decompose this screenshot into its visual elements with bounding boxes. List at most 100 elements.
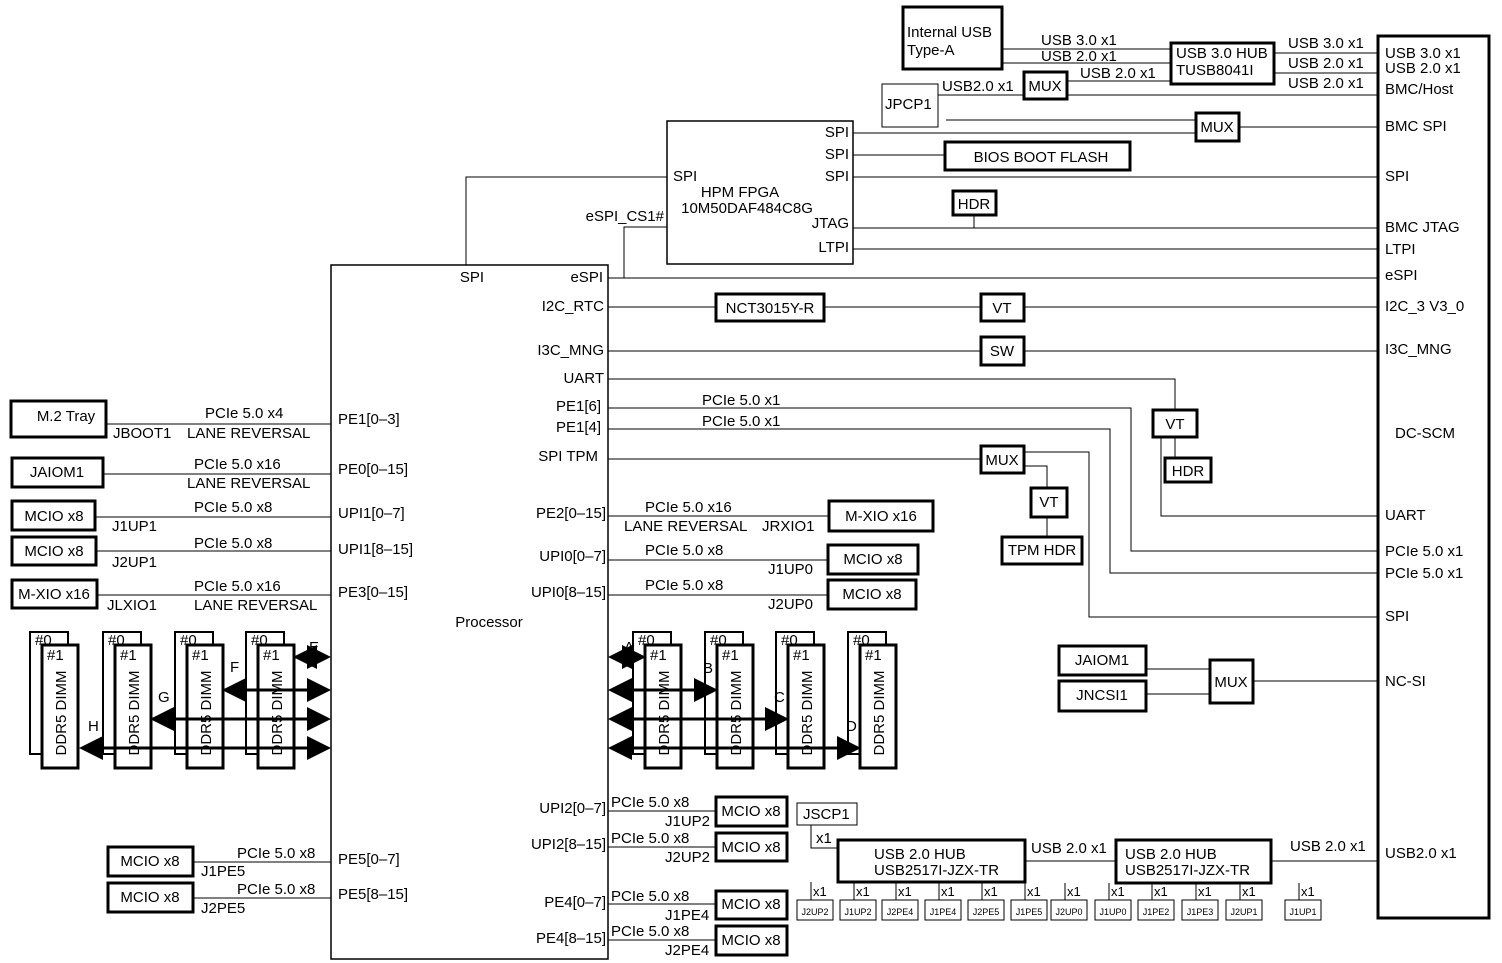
dcscm-block (1376, 34, 1491, 920)
vt-tpm-block (1029, 486, 1069, 519)
vt-i2c-label: VT (992, 300, 1011, 317)
sw-label: SW (990, 343, 1015, 360)
usb-port-box (967, 899, 1005, 921)
vt-tpm-label: VT (1039, 494, 1058, 511)
conn-j1up1: J1UP1 (112, 518, 157, 535)
dimm-slot1-label: #1 (650, 647, 667, 664)
dcscm-port-spi-2: SPI (1385, 608, 1409, 625)
link-usb20-dcscm-hub: USB 2.0 x1 (1290, 838, 1366, 855)
tpm-hdr-label: TPM HDR (1008, 542, 1076, 559)
fpga-port-ltpi: LTPI (818, 239, 849, 256)
usb-port-box (1181, 899, 1219, 921)
proc-port-pe4-8-15: PE4[8–15] (536, 930, 606, 947)
mux-usb-label: MUX (1028, 78, 1061, 95)
proc-port-pe0: PE0[0–15] (338, 461, 408, 478)
channel-label: H (88, 718, 99, 735)
usb-port-x1: x1 (1154, 884, 1168, 899)
processor-block (330, 264, 609, 960)
dimm-slot1-outline (858, 643, 898, 770)
usb-port-x1: x1 (941, 884, 955, 899)
jpcp1-label: JPCP1 (885, 96, 932, 113)
link-usb20-mux-hub: USB 2.0 x1 (1080, 65, 1156, 82)
link-usb20-internal: USB 2.0 x1 (1041, 48, 1117, 65)
link-pcie-upi2-0: PCIe 5.0 x8 (611, 794, 689, 811)
usb-port-x1: x1 (1301, 884, 1315, 899)
mux-ncsi-label: MUX (1214, 674, 1247, 691)
usb-port-x1: x1 (984, 884, 998, 899)
jncsi1-block (1057, 679, 1148, 713)
dimm-slot1-label: #1 (47, 647, 64, 664)
proc-port-spi: SPI (460, 269, 484, 286)
link-pcie-x16-pe3: PCIe 5.0 x16 (194, 578, 281, 595)
usb-port-x1: x1 (1198, 884, 1212, 899)
dcscm-port-i2c: I2C_3 V3_0 (1385, 298, 1464, 315)
conn-jlxio1: JLXIO1 (107, 597, 157, 614)
usb-port-box (1225, 899, 1263, 921)
jscp1-label: JSCP1 (803, 806, 850, 823)
internal-usb-block (901, 5, 1004, 71)
jaiom1-ncsi-block (1057, 644, 1148, 677)
conn-j1up0: J1UP0 (768, 561, 813, 578)
jaiom1-left-block (10, 456, 105, 489)
dimm-slot0-label: #0 (638, 632, 655, 649)
proc-port-uart: UART (563, 370, 604, 387)
dcscm-port-ltpi: LTPI (1385, 241, 1416, 258)
fpga-espi-cs: eSPI_CS1# (586, 208, 665, 225)
dimm-slot0-label: #0 (108, 632, 125, 649)
m2-tray-block (9, 399, 108, 439)
conn-j2up1: J2UP1 (112, 554, 157, 571)
channel-label: D (846, 718, 857, 735)
conn-j2pe5: J2PE5 (201, 900, 245, 917)
proc-port-pe3: PE3[0–15] (338, 584, 408, 601)
proc-port-upi1-8-15: UPI1[8–15] (338, 541, 413, 558)
fpga-block (666, 120, 854, 265)
dimm-label: DDR5 DIMM (871, 671, 888, 756)
mxio-left-label: M-XIO x16 (18, 586, 90, 603)
processor-label: Processor (455, 614, 523, 631)
link-usb30-dcscm: USB 3.0 x1 (1288, 35, 1364, 52)
link-pcie-x16-pe0: PCIe 5.0 x16 (194, 456, 281, 473)
dimm-label: DDR5 DIMM (126, 671, 143, 756)
link-pcie-upi0-0: PCIe 5.0 x8 (645, 542, 723, 559)
jaiom1-ncsi-label: JAIOM1 (1075, 652, 1129, 669)
usb2-hub2-l2: USB2517I-JZX-TR (1125, 862, 1250, 879)
bios-flash-block (943, 140, 1132, 172)
mcio-j2up2-label: MCIO x8 (721, 839, 780, 856)
conn-j1pe4: J1PE4 (665, 907, 709, 924)
usb2-hub2-l1: USB 2.0 HUB (1125, 846, 1217, 863)
proc-port-pe1-0-3: PE1[0–3] (338, 411, 400, 428)
usb-port-x1: x1 (1242, 884, 1256, 899)
fpga-port-jtag: JTAG (812, 215, 849, 232)
usb-port-box (1010, 899, 1048, 921)
dimm-slot1-outline (40, 643, 80, 770)
link-pcie-x4: PCIe 5.0 x4 (205, 405, 283, 422)
dimm-label: DDR5 DIMM (799, 671, 816, 756)
proc-port-pe1-6: PE1[6] (556, 398, 601, 415)
conn-j1pe5: J1PE5 (201, 863, 245, 880)
hdr-uart-block (1163, 456, 1213, 484)
dimm-slot0-label: #0 (35, 632, 52, 649)
dcscm-port-uart: UART (1385, 507, 1426, 524)
dcscm-port-usb20: USB 2.0 x1 (1385, 60, 1461, 77)
mcio-j2up0-label: MCIO x8 (842, 586, 901, 603)
usb-port-x1: x1 (1067, 884, 1081, 899)
proc-port-upi2-8-15: UPI2[8–15] (531, 836, 606, 853)
dimm-slot1-label: #1 (192, 647, 209, 664)
link-lane-rev-pe2: LANE REVERSAL (624, 518, 747, 535)
dimm-slot1-label: #1 (722, 647, 739, 664)
usb-port-box (1284, 899, 1322, 921)
link-usb20-bmc: USB 2.0 x1 (1288, 75, 1364, 92)
dcscm-port-pcie-1: PCIe 5.0 x1 (1385, 543, 1463, 560)
dimm-slot1-label: #1 (120, 647, 137, 664)
mcio-j1up0-label: MCIO x8 (843, 551, 902, 568)
usb-port-label: J1UP2 (844, 907, 871, 917)
mxio-left-block (10, 578, 99, 610)
dimm-label: DDR5 DIMM (728, 671, 745, 756)
channel-label: C (774, 689, 785, 706)
dimm-label: DDR5 DIMM (269, 671, 286, 756)
usb-port-label: J1PE2 (1143, 907, 1170, 917)
usb2-hub1-l2: USB2517I-JZX-TR (874, 862, 999, 879)
proc-port-spi-tpm: SPI TPM (538, 448, 598, 465)
usb-port-x1: x1 (856, 884, 870, 899)
